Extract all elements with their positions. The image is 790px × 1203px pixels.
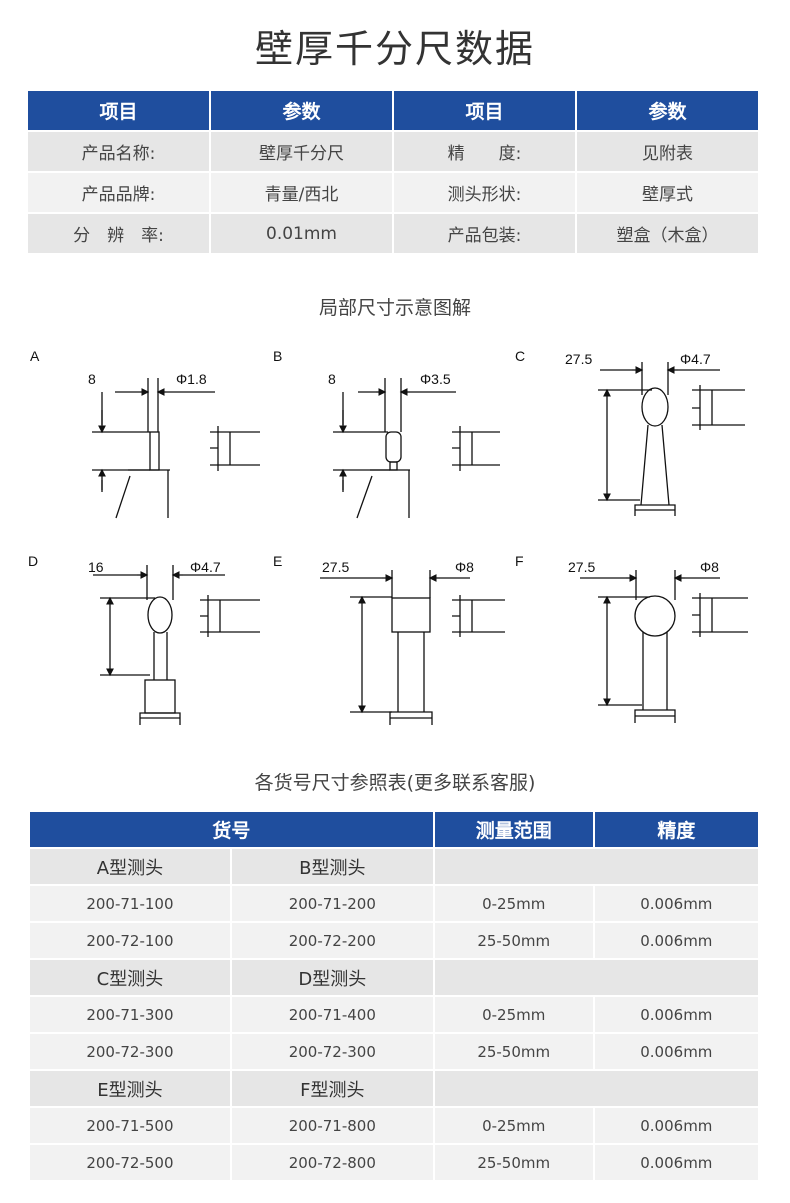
cell: 25-50mm — [434, 1034, 593, 1069]
type-label: C型测头 — [30, 960, 230, 995]
spec-table-header: 项目 参数 项目 参数 — [28, 91, 758, 130]
page-title: 壁厚千分尺数据 — [254, 27, 535, 71]
reference-title: 各货号尺寸参照表(更多联系客服) — [254, 772, 536, 794]
header-cell: 精度 — [594, 812, 758, 847]
cell: 25-50mm — [434, 1145, 593, 1180]
empty-cell — [434, 849, 758, 884]
cell: 壁厚千分尺 — [211, 132, 392, 171]
cell: 200-71-500 — [30, 1108, 230, 1143]
cell: 0-25mm — [434, 886, 593, 921]
cell: 200-72-200 — [231, 923, 433, 958]
diagram-label: D — [28, 553, 38, 569]
diagram-a — [92, 378, 260, 519]
header-cell: 参数 — [211, 91, 392, 130]
header-cell: 项目 — [28, 91, 209, 130]
cell: 200-72-500 — [30, 1145, 230, 1180]
type-label: D型测头 — [231, 960, 433, 995]
cell: 200-71-100 — [30, 886, 230, 921]
dim-diameter: Φ3.5 — [420, 371, 451, 387]
cell: 200-71-800 — [231, 1108, 433, 1143]
header-cell: 项目 — [394, 91, 575, 130]
cell: 0.006mm — [594, 997, 758, 1032]
cell: 200-72-800 — [231, 1145, 433, 1180]
cell: 壁厚式 — [577, 173, 758, 212]
cell: 青量/西北 — [211, 173, 392, 212]
type-label: B型测头 — [231, 849, 433, 884]
dim-height: 8 — [328, 371, 336, 387]
cell: 测头形状: — [394, 173, 575, 212]
type-label: E型测头 — [30, 1071, 230, 1106]
diagram-d — [93, 565, 260, 725]
dim-diameter: Φ8 — [455, 559, 474, 575]
empty-cell — [434, 960, 758, 995]
dim-diameter: Φ4.7 — [680, 351, 711, 367]
dim-height: 16 — [88, 559, 104, 575]
cell: 0.006mm — [594, 886, 758, 921]
diagram-label: A — [30, 348, 40, 364]
diagram-label: B — [273, 348, 282, 364]
cell: 产品包装: — [394, 214, 575, 253]
type-label: A型测头 — [30, 849, 230, 884]
cell: 200-72-300 — [231, 1034, 433, 1069]
cell: 25-50mm — [434, 923, 593, 958]
cell: 0-25mm — [434, 1108, 593, 1143]
cell: 精 度: — [394, 132, 575, 171]
cell: 见附表 — [577, 132, 758, 171]
empty-cell — [434, 1071, 758, 1106]
cell: 0.006mm — [594, 1034, 758, 1069]
cell: 200-71-200 — [231, 886, 433, 921]
cell: 200-72-300 — [30, 1034, 230, 1069]
dim-diameter: Φ4.7 — [190, 559, 221, 575]
cell: 0.006mm — [594, 1145, 758, 1180]
probe-diagrams: A 8 Φ1.8 B 8 Φ3.5 C 27.5 Φ4.7 D 16 Φ4.7 … — [28, 348, 748, 725]
dim-height: 27.5 — [322, 559, 349, 575]
header-cell: 货号 — [30, 812, 433, 847]
header-cell: 参数 — [577, 91, 758, 130]
table-row: 产品名称:壁厚千分尺精 度:见附表 — [28, 132, 758, 171]
dim-diameter: Φ8 — [700, 559, 719, 575]
diagram-c — [598, 362, 745, 516]
cell: 200-72-100 — [30, 923, 230, 958]
spec-table: 项目 参数 项目 参数 产品名称:壁厚千分尺精 度:见附表 产品品牌:青量/西北… — [26, 89, 760, 255]
dim-height: 27.5 — [568, 559, 595, 575]
cell: 0-25mm — [434, 997, 593, 1032]
cell: 塑盒（木盒） — [577, 214, 758, 253]
diagram-label: F — [515, 553, 524, 569]
cell: 200-71-300 — [30, 997, 230, 1032]
cell: 0.006mm — [594, 1108, 758, 1143]
diagram-label: C — [515, 348, 525, 364]
diagram-f — [580, 570, 748, 723]
cell: 产品品牌: — [28, 173, 209, 212]
dim-diameter: Φ1.8 — [176, 371, 207, 387]
cell: 分 辨 率: — [28, 214, 209, 253]
cell: 0.006mm — [594, 923, 758, 958]
diagram-b — [333, 378, 500, 519]
cell: 0.01mm — [211, 214, 392, 253]
dim-height: 8 — [88, 371, 96, 387]
cell: 产品名称: — [28, 132, 209, 171]
table-row: 产品品牌:青量/西北测头形状:壁厚式 — [28, 173, 758, 212]
type-label: F型测头 — [231, 1071, 433, 1106]
dim-height: 27.5 — [565, 351, 592, 367]
cell: 200-71-400 — [231, 997, 433, 1032]
diagram-label: E — [273, 553, 282, 569]
diagram-e — [320, 570, 505, 725]
reference-table-header: 货号 测量范围 精度 — [30, 812, 758, 847]
header-cell: 测量范围 — [434, 812, 593, 847]
diagram-title: 局部尺寸示意图解 — [318, 297, 471, 319]
